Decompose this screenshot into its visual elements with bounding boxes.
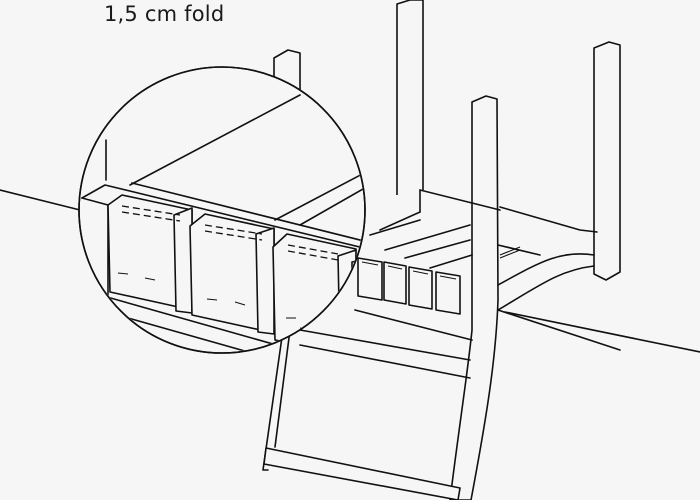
floor-line [0,189,700,353]
fold-measurement-label: 1,5 cm fold [104,2,225,26]
magnified-detail-circle [78,66,366,354]
webbing-strips [357,257,461,315]
